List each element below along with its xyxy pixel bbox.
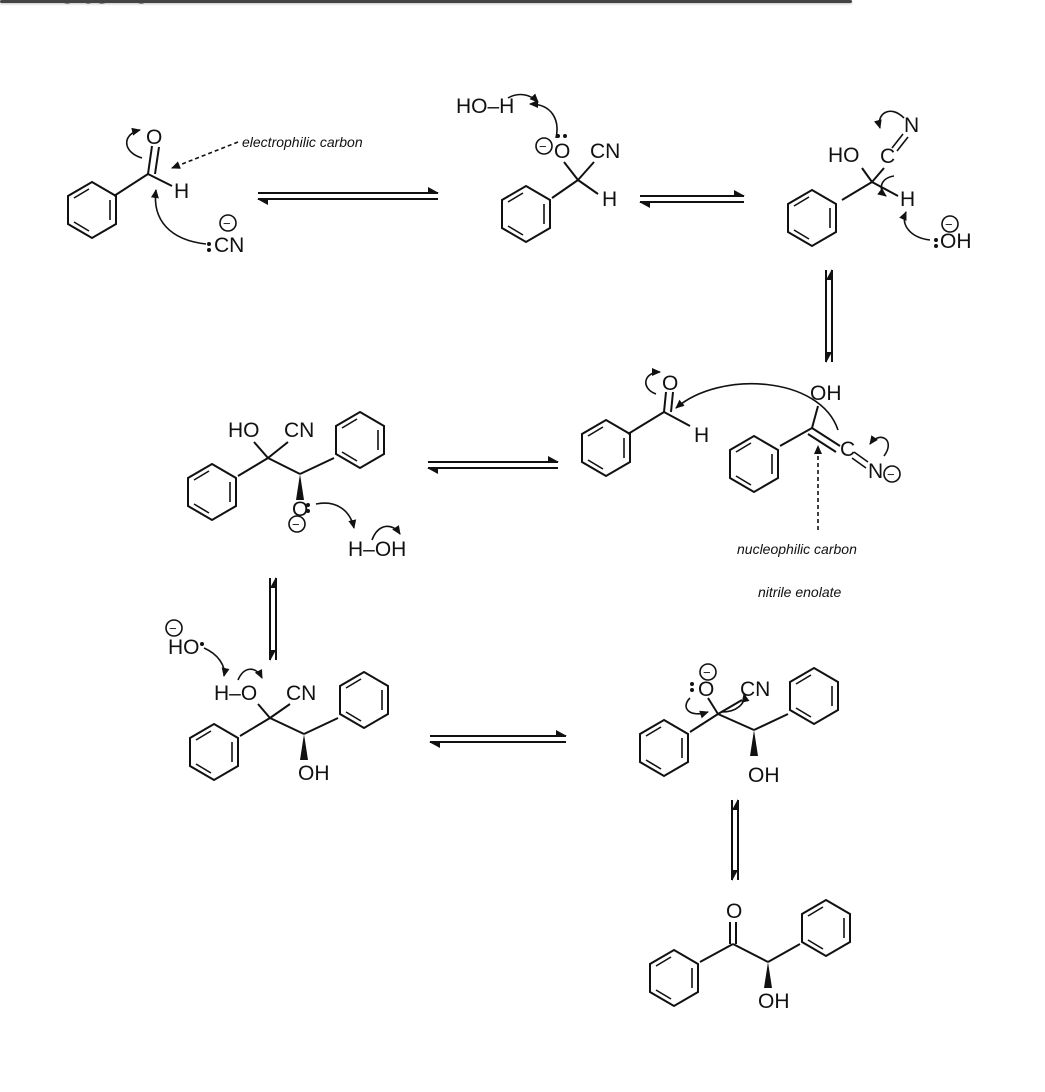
svg-text:−: − (945, 217, 953, 232)
svg-text:−: − (223, 216, 231, 231)
atom-h: H (174, 180, 189, 203)
svg-text:C: C (840, 438, 855, 461)
atom-hoh: HO–H (456, 95, 514, 118)
label-nitrile-enolate: nitrile enolate (758, 584, 841, 600)
structure-protonated-intermediate: HO − H–O CN OH (165, 619, 389, 785)
structure-benzaldehyde: O H electrophilic carbon CN − (67, 126, 363, 257)
svg-text:O: O (726, 900, 742, 923)
svg-text:H–O: H–O (214, 682, 257, 705)
svg-text:C: C (880, 145, 895, 168)
equilibrium-arrow-4 (427, 456, 559, 474)
svg-text:OH: OH (298, 762, 330, 785)
svg-text:HO: HO (828, 144, 860, 167)
structure-alkoxide: HO–H − O CN H (456, 93, 620, 243)
structure-benzaldehyde-2: O H (581, 368, 709, 477)
svg-text:OH: OH (748, 764, 780, 787)
svg-text:OH: OH (940, 230, 972, 253)
svg-text:N: N (868, 460, 883, 483)
equilibrium-arrow-6 (429, 730, 567, 748)
svg-text:−: − (887, 467, 895, 482)
svg-text:−: − (169, 621, 177, 636)
label-electrophilic-carbon: electrophilic carbon (242, 134, 363, 150)
svg-text:−: − (703, 665, 711, 680)
label-nucleophilic-carbon: nucleophilic carbon (737, 541, 857, 557)
atom-cn: CN (214, 234, 244, 257)
svg-text:H: H (694, 424, 709, 447)
structure-nitrile-enolate: OH C N − nucleophilic carbon nitrile eno… (675, 382, 901, 600)
atom-o: O (146, 126, 162, 149)
svg-text:O: O (554, 140, 570, 163)
header-partial-text: material. (28, 0, 174, 13)
structure-addition-alkoxide: HO CN O − H–OH (187, 411, 406, 561)
equilibrium-arrow-2 (639, 190, 745, 208)
svg-text:OH: OH (810, 382, 842, 405)
svg-text:HO: HO (228, 419, 260, 442)
svg-text:O: O (662, 372, 678, 395)
equilibrium-arrow-7 (731, 799, 739, 881)
svg-text:H–OH: H–OH (348, 538, 406, 561)
svg-text:N: N (904, 114, 919, 137)
structure-cyanide-elimination: − O CN OH (639, 663, 839, 787)
equilibrium-arrow-5 (269, 577, 277, 661)
structure-benzoin: O OH (649, 899, 851, 1013)
equilibrium-arrow-1 (257, 187, 439, 205)
svg-text:HO: HO (168, 636, 200, 659)
svg-text:CN: CN (284, 419, 314, 442)
svg-text:H: H (602, 188, 617, 211)
svg-text:OH: OH (758, 990, 790, 1013)
svg-text:CN: CN (590, 140, 620, 163)
svg-text:CN: CN (286, 682, 316, 705)
svg-text:O: O (698, 678, 714, 701)
header-divider (0, 0, 852, 3)
svg-text:−: − (539, 139, 547, 154)
svg-text:−: − (292, 517, 300, 532)
structure-cyanohydrin: HO C N H OH − (787, 110, 972, 253)
svg-text:H: H (900, 188, 915, 211)
equilibrium-arrow-3 (825, 269, 833, 363)
